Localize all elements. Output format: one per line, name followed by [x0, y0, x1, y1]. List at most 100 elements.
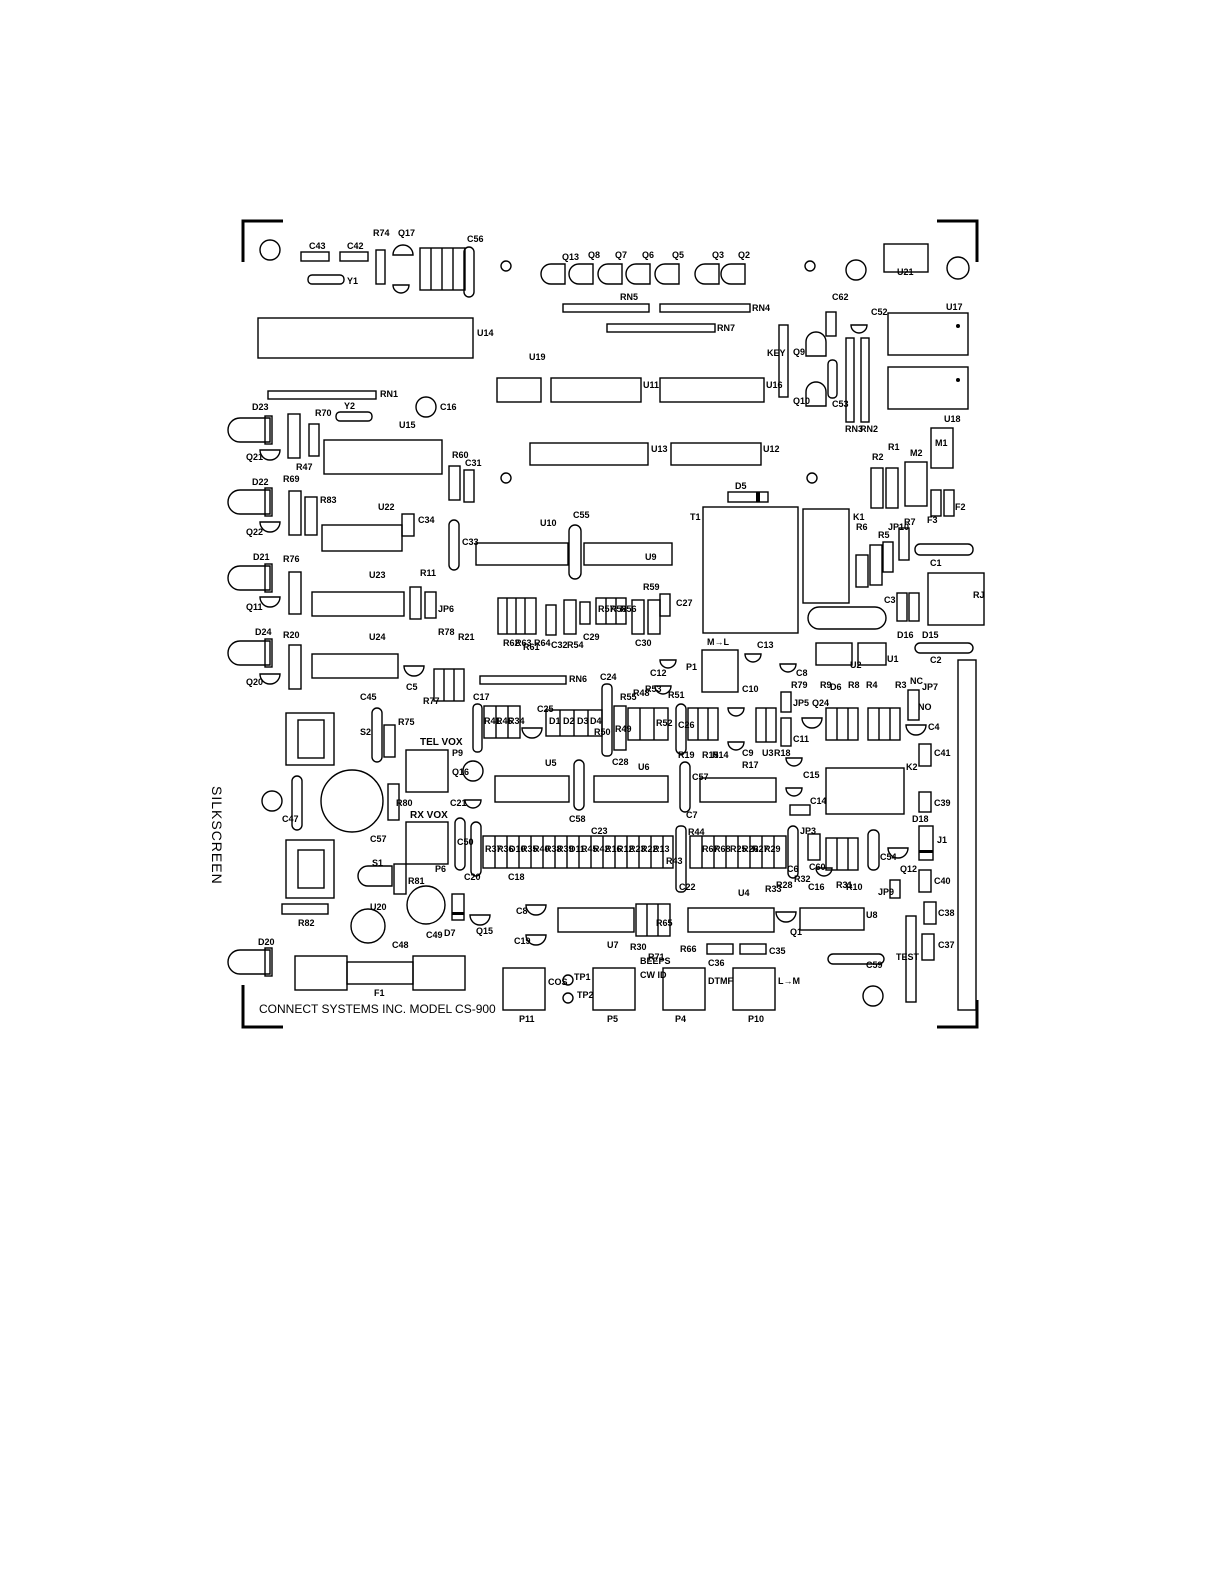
- component-label: JP7: [922, 682, 938, 692]
- component-label: Q10: [793, 396, 810, 406]
- component-label: D23: [252, 402, 269, 412]
- component-label: RN6: [569, 674, 587, 684]
- component-label: D10: [509, 844, 526, 854]
- component-label: P6: [435, 864, 446, 874]
- component-label: P10: [748, 1014, 764, 1024]
- component-label: S1: [372, 858, 383, 868]
- component-label: C36: [708, 958, 725, 968]
- component-label: Y2: [344, 401, 355, 411]
- component-label: R15: [702, 750, 719, 760]
- component-label: R59: [643, 582, 660, 592]
- component-label: F2: [955, 502, 966, 512]
- component-label: C23: [591, 826, 608, 836]
- component-label: C20: [464, 872, 481, 882]
- component-label: R54: [567, 640, 584, 650]
- component-label: C11: [793, 734, 809, 744]
- component-label: C31: [465, 458, 482, 468]
- component-label: C16: [440, 402, 457, 412]
- component-label: D3: [577, 716, 589, 726]
- component-label: P5: [607, 1014, 618, 1024]
- component-label: U7: [607, 940, 619, 950]
- component-label: C41: [934, 748, 951, 758]
- component-label: U10: [540, 518, 557, 528]
- component-label: R80: [396, 798, 413, 808]
- component-label: S2: [360, 727, 371, 737]
- component-label: R2: [872, 452, 884, 462]
- component-label: U11: [643, 380, 659, 390]
- component-label: D20: [258, 937, 275, 947]
- rx-vox-row: C47 C57 R80 RX VOX C21 C58 C57 C7 C14 C3…: [282, 769, 951, 844]
- component-label: D22: [252, 477, 269, 487]
- component-label: R16: [605, 844, 622, 854]
- component-label: D5: [735, 481, 747, 491]
- top-right-components: U21 U17 U18 C62 C52 KEY Q9 Q10 C53 RN3 R…: [767, 243, 969, 525]
- component-label: C59: [866, 960, 883, 970]
- component-label: U19: [529, 352, 546, 362]
- component-label: D16: [897, 630, 914, 640]
- component-label: C52: [871, 307, 888, 317]
- component-label: RN1: [380, 389, 398, 399]
- component-label: R19: [678, 750, 695, 760]
- transistor-row: Q13 Q8 Q7 Q6 Q5 Q3 Q2 RN5 RN4 RN7: [540, 250, 770, 333]
- component-label: R11: [420, 568, 436, 578]
- component-label: Q1: [790, 927, 802, 937]
- component-label: C55: [573, 510, 590, 520]
- component-label: RJ: [973, 590, 985, 600]
- component-label: RN4: [752, 303, 770, 313]
- component-label: C60: [809, 862, 826, 872]
- component-label: R31: [836, 880, 853, 890]
- component-label: R32: [794, 874, 811, 884]
- component-label: Q3: [712, 250, 724, 260]
- component-label: C9: [742, 748, 754, 758]
- component-label: C56: [467, 234, 484, 244]
- component-label: F1: [374, 988, 385, 998]
- component-label: C21: [450, 798, 467, 808]
- component-label: C34: [418, 515, 435, 525]
- component-label: R36: [497, 844, 514, 854]
- component-label: R42: [593, 844, 610, 854]
- top-left-components: C43 C42 Y1 R74 Q17 C56 U14 RN1: [257, 228, 494, 400]
- component-label: C28: [612, 757, 629, 767]
- component-label: C24: [600, 672, 617, 682]
- component-label: C54: [880, 852, 897, 862]
- side-label: SILKSCREEN: [209, 786, 225, 885]
- component-label: Q24: [812, 698, 829, 708]
- component-label: R14: [712, 750, 729, 760]
- component-label: R74: [373, 228, 390, 238]
- lower-resistor-bank: P6 C50 R37 R36 D10 R35 R40 R38 R39 D11 R…: [405, 814, 947, 893]
- component-label: R70: [315, 408, 332, 418]
- component-label: C22: [679, 882, 696, 892]
- component-label: U9: [645, 552, 657, 562]
- component-label: R75: [398, 717, 415, 727]
- component-label: U3: [762, 748, 774, 758]
- component-label: R76: [283, 554, 300, 564]
- component-label: R69: [283, 474, 300, 484]
- component-label: C12: [650, 668, 667, 678]
- component-label: RN7: [717, 323, 735, 333]
- component-label: R61: [523, 642, 540, 652]
- component-label: U22: [378, 502, 395, 512]
- component-label: TP1: [574, 972, 591, 982]
- component-label: R83: [320, 495, 337, 505]
- component-label: R18: [774, 748, 791, 758]
- component-label: Q20: [246, 677, 263, 687]
- component-label: C27: [676, 598, 693, 608]
- component-label: D4: [590, 716, 602, 726]
- component-label: R40: [533, 844, 550, 854]
- component-label: C32: [551, 640, 568, 650]
- component-label: U18: [944, 414, 961, 424]
- component-label: C16: [808, 882, 825, 892]
- component-label: C18: [508, 872, 525, 882]
- transformer-relay-area: D5 T1 K1 R6 R5 JP10 R7 C1 RJ C3 D16 D15 …: [690, 481, 985, 1011]
- p1-area: M→L P1 C12 C13 C8 R79 R9 D6 R8 R4 R3 NC …: [650, 637, 938, 721]
- component-label: D15: [922, 630, 939, 640]
- component-label: K2: [906, 762, 918, 772]
- component-label: U14: [477, 328, 494, 338]
- component-label: Q12: [900, 864, 917, 874]
- central-ic-area: U19 U11 U16 U13 U12 U10 C55 U9 R62 R63 R…: [475, 352, 783, 685]
- component-label: R22: [641, 844, 658, 854]
- component-label: U20: [370, 902, 387, 912]
- component-label: JP3: [800, 826, 816, 836]
- component-label: U12: [763, 444, 780, 454]
- component-label: U17: [946, 302, 963, 312]
